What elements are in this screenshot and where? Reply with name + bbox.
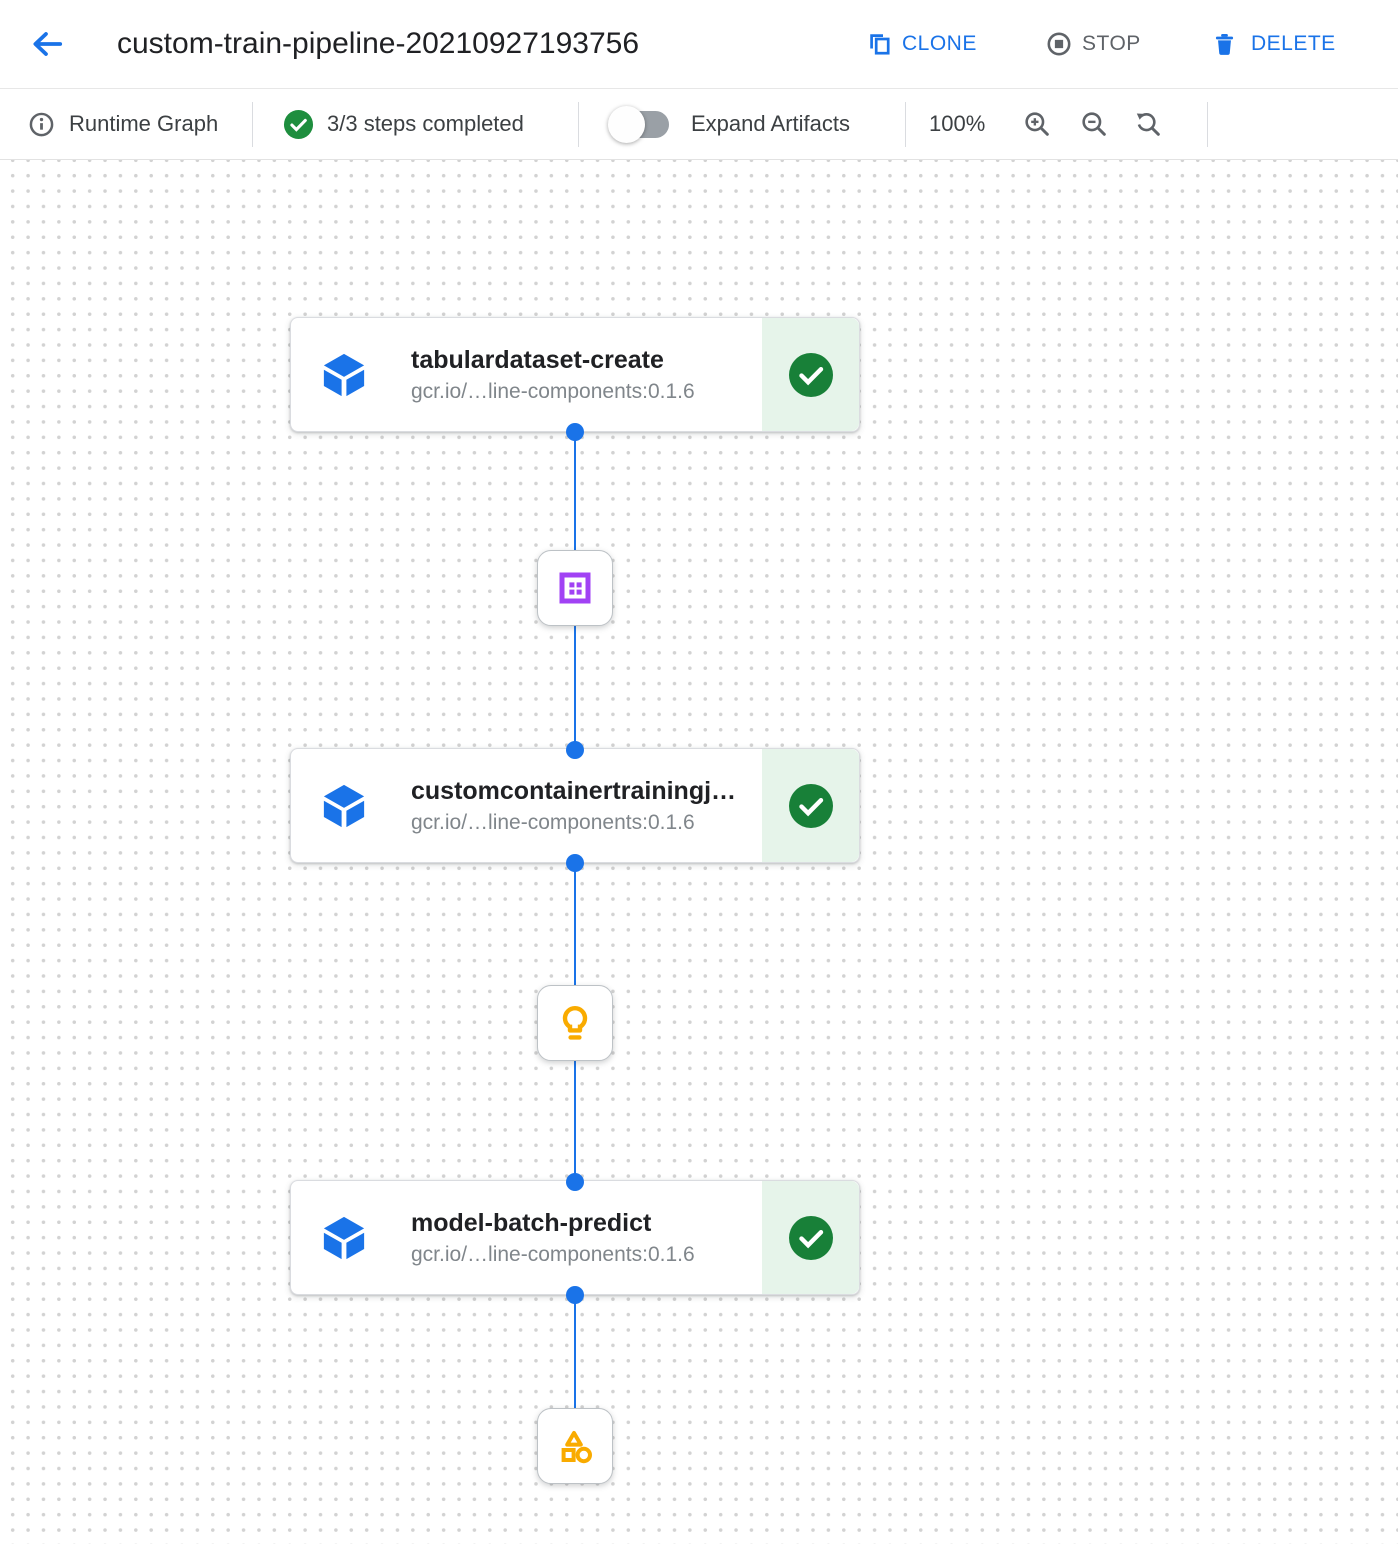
clone-button[interactable]: CLONE (868, 0, 977, 88)
info-button[interactable] (26, 89, 56, 159)
node-text: tabulardataset-create gcr.io/…line-compo… (411, 346, 695, 404)
toolbar-divider (578, 102, 579, 147)
view-group: Runtime Graph (26, 89, 218, 159)
clone-label: CLONE (902, 32, 977, 55)
zoom-level-group: 100% (929, 89, 985, 159)
zoom-reset-icon (1134, 110, 1162, 138)
expand-artifacts-toggle[interactable] (608, 105, 669, 143)
zoom-reset-button[interactable] (1126, 89, 1170, 159)
connector-dot (566, 741, 584, 759)
pipeline-node-tabulardataset-create[interactable]: tabulardataset-create gcr.io/…line-compo… (290, 317, 860, 432)
stop-label: STOP (1082, 32, 1141, 55)
pipeline-graph-canvas[interactable]: tabulardataset-create gcr.io/…line-compo… (0, 160, 1398, 1544)
node-title: tabulardataset-create (411, 345, 664, 374)
success-check-icon (788, 352, 834, 398)
delete-button[interactable]: DELETE (1212, 0, 1336, 88)
dataset-icon (555, 568, 595, 608)
node-subtitle: gcr.io/…line-components:0.1.6 (411, 379, 695, 403)
artifact-node-model[interactable] (537, 985, 613, 1061)
success-check-icon (788, 783, 834, 829)
component-cube-icon (321, 352, 367, 398)
node-subtitle: gcr.io/…line-components:0.1.6 (411, 810, 695, 834)
zoom-out-icon (1080, 110, 1108, 138)
node-status-completed (762, 1181, 859, 1294)
expand-artifacts-label: Expand Artifacts (691, 111, 850, 136)
node-title: model-batch-predict (411, 1208, 652, 1237)
graph-toolbar: Runtime Graph 3/3 steps completed Expand… (0, 89, 1398, 160)
shapes-icon (555, 1426, 595, 1466)
toggle-thumb (608, 105, 645, 143)
node-status-completed (762, 318, 859, 431)
component-cube-icon (321, 1215, 367, 1261)
connector-dot (566, 1286, 584, 1304)
page-title: custom-train-pipeline-20210927193756 (117, 27, 640, 60)
steps-status-group: 3/3 steps completed (283, 89, 524, 159)
back-button[interactable] (24, 21, 70, 67)
zoom-in-button[interactable] (1015, 89, 1059, 159)
node-text: model-batch-predict gcr.io/…line-compone… (411, 1209, 695, 1267)
trash-icon (1212, 32, 1237, 57)
check-circle-icon (283, 109, 314, 140)
success-check-icon (788, 1215, 834, 1261)
view-label: Runtime Graph (69, 111, 219, 136)
expand-artifacts-group: Expand Artifacts (608, 89, 850, 159)
zoom-level-value: 100% (929, 111, 986, 136)
connector-dot (566, 854, 584, 872)
steps-completed-label: 3/3 steps completed (327, 111, 524, 136)
node-subtitle: gcr.io/…line-components:0.1.6 (411, 1242, 695, 1266)
pipeline-node-customcontainertrainingjob[interactable]: customcontainertrainingj… gcr.io/…line-c… (290, 748, 860, 863)
node-text: customcontainertrainingj… gcr.io/…line-c… (411, 777, 736, 835)
zoom-out-button[interactable] (1072, 89, 1116, 159)
artifact-node-artifacts[interactable] (537, 1408, 613, 1484)
node-title: customcontainertrainingj… (411, 776, 737, 805)
clone-icon (868, 32, 892, 56)
stop-button[interactable]: STOP (1046, 0, 1141, 88)
edge-node3-artifact3 (574, 1293, 576, 1411)
model-icon (555, 1003, 595, 1043)
connector-dot (566, 1173, 584, 1191)
connector-dot (566, 423, 584, 441)
toolbar-divider (252, 102, 253, 147)
zoom-in-icon (1023, 110, 1051, 138)
info-icon (28, 111, 55, 138)
stop-icon (1046, 31, 1072, 57)
delete-label: DELETE (1251, 32, 1336, 55)
artifact-node-dataset[interactable] (537, 550, 613, 626)
node-status-completed (762, 749, 859, 862)
toolbar-divider (1207, 102, 1208, 147)
back-arrow-icon (28, 25, 66, 63)
pipeline-node-model-batch-predict[interactable]: model-batch-predict gcr.io/…line-compone… (290, 1180, 860, 1295)
toolbar-divider (905, 102, 906, 147)
page-header: custom-train-pipeline-20210927193756 CLO… (0, 0, 1398, 89)
component-cube-icon (321, 783, 367, 829)
